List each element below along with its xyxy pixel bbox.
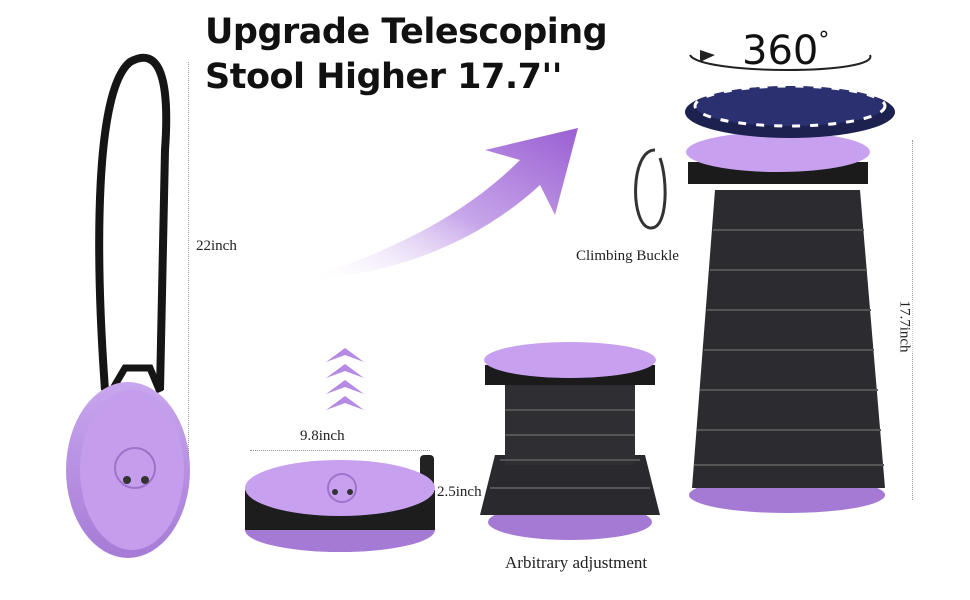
carabiner <box>634 148 667 230</box>
adjustment-label: Arbitrary adjustment <box>505 553 648 572</box>
up-chevrons <box>326 348 364 410</box>
tall-stool <box>634 50 895 513</box>
extended-height-label: 17.7inch <box>895 300 913 353</box>
rotation-value: 360 <box>742 28 819 74</box>
strap-height-dimension <box>188 62 189 457</box>
headline-line-1: Upgrade Telescoping <box>205 12 608 52</box>
folded-height-label: 2.5inch <box>437 484 482 500</box>
medium-stool <box>480 342 660 540</box>
rotation-label: 360° <box>742 28 829 74</box>
headline-line-2: Stool Higher 17.7'' <box>205 57 562 97</box>
strap-stool <box>66 53 190 558</box>
strap-height-label: 22inch <box>196 238 237 254</box>
upgrade-arrow <box>300 128 578 280</box>
degree-symbol: ° <box>818 28 830 53</box>
diameter-dimension <box>250 450 430 451</box>
diameter-label: 9.8inch <box>300 428 345 445</box>
buckle-label: Climbing Buckle <box>576 248 679 264</box>
collapsed-stool <box>245 455 435 552</box>
headline: Upgrade Telescoping Stool Higher 17.7'' <box>205 10 608 100</box>
